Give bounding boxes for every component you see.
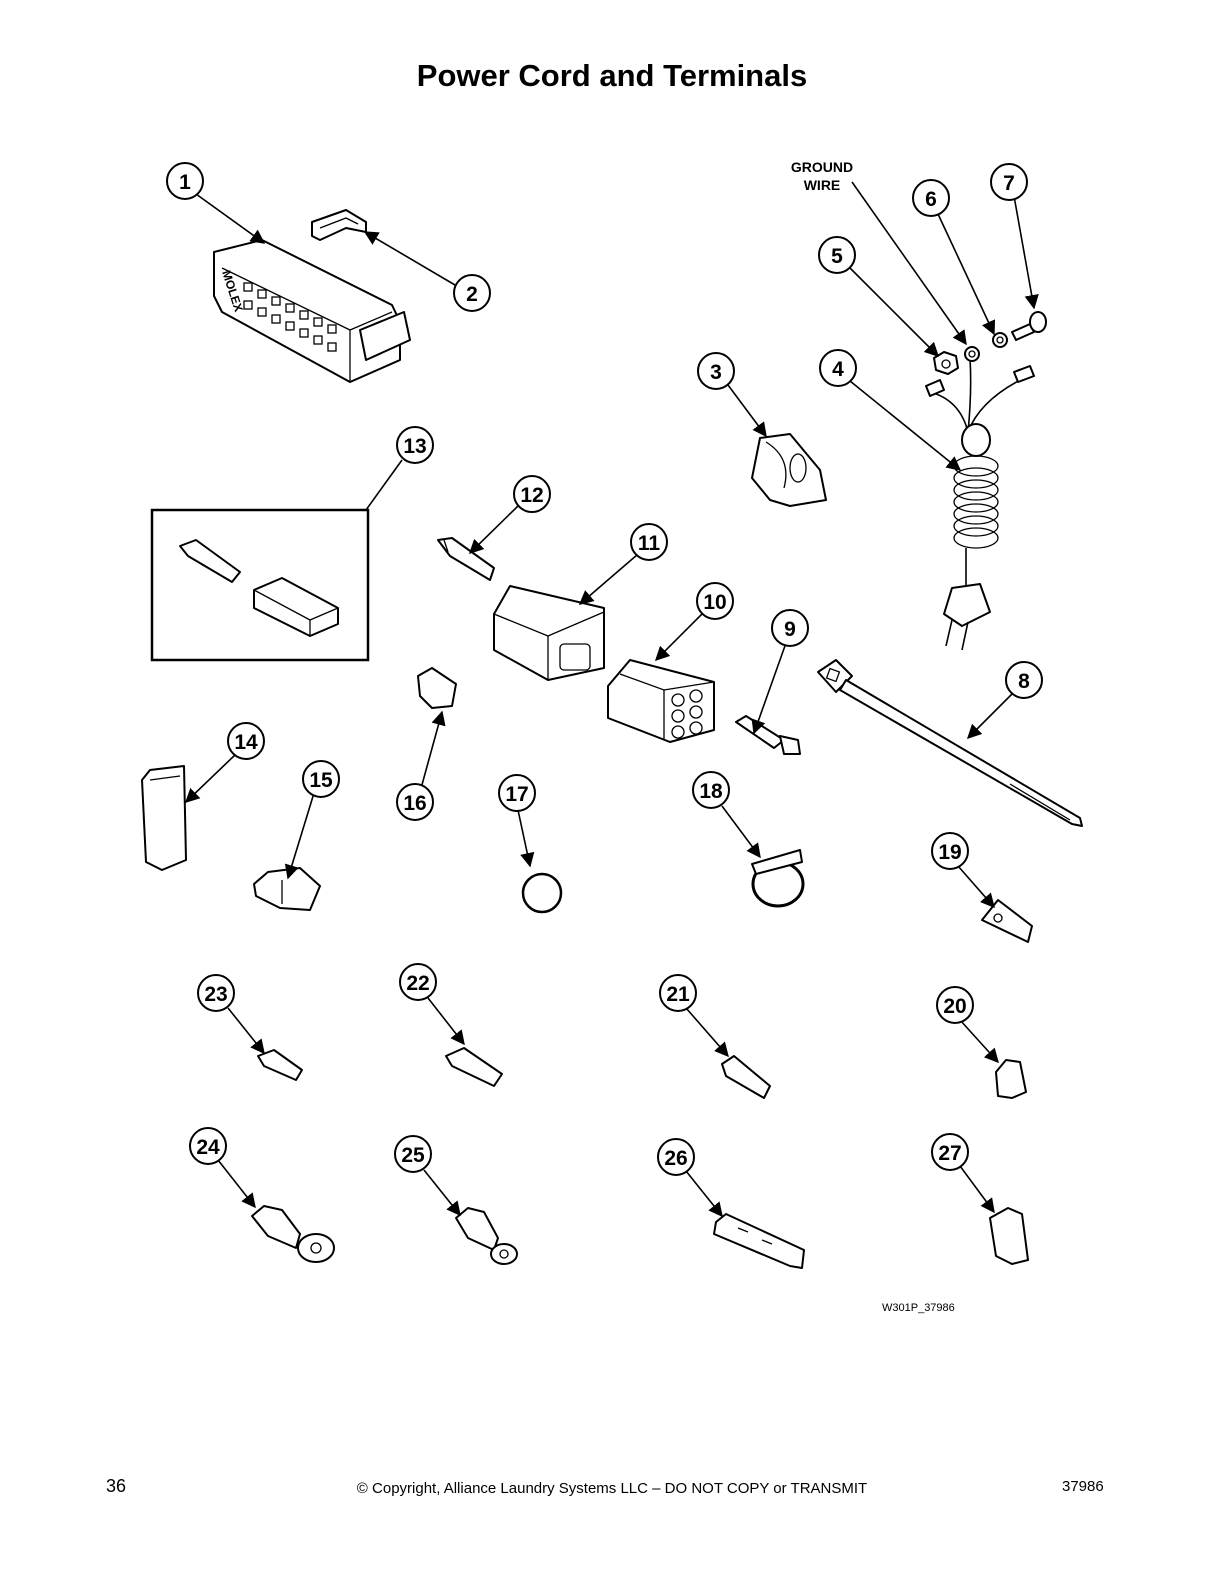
callout-17: 17 <box>498 774 536 812</box>
terminal-21 <box>721 1055 771 1099</box>
callout-label: 24 <box>196 1136 220 1159</box>
ground-ring-terminal <box>964 346 980 362</box>
callout-label: 13 <box>403 435 426 458</box>
power-cord-assembly <box>925 357 1035 651</box>
callout-15: 15 <box>302 760 340 798</box>
callout-16: 16 <box>396 783 434 821</box>
callout-label: 18 <box>699 780 723 803</box>
callout-26: 26 <box>657 1138 695 1176</box>
insulator-boot <box>141 765 187 871</box>
callout-6: 6 <box>912 179 950 217</box>
callout-21: 21 <box>659 974 697 1012</box>
callout-label: 9 <box>784 618 796 641</box>
terminal-23 <box>257 1049 303 1081</box>
callout-label: 17 <box>505 783 528 806</box>
callout-20: 20 <box>936 986 974 1024</box>
callout-25: 25 <box>394 1135 432 1173</box>
callout-label: 19 <box>938 841 961 864</box>
terminal-19 <box>981 899 1033 943</box>
ground-wire-label-line-1: GROUND <box>791 159 853 175</box>
callout-label: 21 <box>666 983 690 1006</box>
callout-label: 12 <box>520 484 543 507</box>
callout-label: 4 <box>832 358 844 381</box>
callout-12: 12 <box>513 475 551 513</box>
callout-5: 5 <box>818 236 856 274</box>
ground-wire-label-line-2: WIRE <box>804 177 841 193</box>
document-number: 37986 <box>1062 1478 1104 1495</box>
callout-label: 1 <box>179 171 191 194</box>
callout-label: 7 <box>1003 172 1015 195</box>
ground-wire-label: GROUND WIRE <box>791 159 853 193</box>
callout-3: 3 <box>697 352 735 390</box>
terminal-bracket <box>253 867 321 911</box>
callout-22: 22 <box>399 963 437 1001</box>
copyright-notice: © Copyright, Alliance Laundry Systems LL… <box>356 1480 868 1497</box>
callout-8: 8 <box>1005 661 1043 699</box>
callout-13: 13 <box>396 426 434 464</box>
callout-label: 2 <box>466 283 478 306</box>
callout-18: 18 <box>692 771 730 809</box>
callout-label: 10 <box>703 591 726 614</box>
pin-terminal <box>735 715 801 755</box>
terminal-27 <box>989 1207 1029 1265</box>
callout-27: 27 <box>931 1133 969 1171</box>
ground-screw <box>1011 311 1047 341</box>
callout-label: 15 <box>309 769 333 792</box>
strain-relief <box>751 433 827 507</box>
ring-terminal-24 <box>251 1205 335 1263</box>
connector-housing <box>493 585 605 681</box>
molex-connector-housing: MOLEX <box>213 239 411 383</box>
callout-label: 3 <box>710 361 722 384</box>
six-pin-plug <box>607 659 715 743</box>
callout-19: 19 <box>931 832 969 870</box>
callout-9: 9 <box>771 609 809 647</box>
insulating-sleeve <box>713 1213 805 1269</box>
callout-label: 14 <box>234 731 258 754</box>
callout-label: 8 <box>1018 670 1030 693</box>
callout-14: 14 <box>227 722 265 760</box>
callout-label: 20 <box>943 995 966 1018</box>
callout-label: 11 <box>638 532 661 555</box>
hex-nut <box>933 351 959 375</box>
callout-label: 22 <box>406 972 429 995</box>
callout-label: 23 <box>204 983 227 1006</box>
callout-label: 6 <box>925 188 937 211</box>
retaining-ring <box>521 872 563 914</box>
callout-label: 16 <box>403 792 426 815</box>
connector-clip <box>311 209 367 241</box>
callout-23: 23 <box>197 974 235 1012</box>
callout-label: 5 <box>831 245 843 268</box>
callout-label: 27 <box>938 1142 961 1165</box>
callout-4: 4 <box>819 349 857 387</box>
callout-11: 11 <box>630 523 668 561</box>
page-number: 36 <box>106 1476 127 1496</box>
terminal-kit-box <box>150 508 370 662</box>
star-washer <box>992 332 1008 348</box>
callout-1: 1 <box>166 162 204 200</box>
page-title: Power Cord and Terminals <box>416 58 808 93</box>
callout-2: 2 <box>453 274 491 312</box>
ring-terminal-25 <box>455 1207 518 1265</box>
callout-24: 24 <box>189 1127 227 1165</box>
cable-tie <box>817 659 1083 827</box>
female-terminal-12 <box>437 537 495 581</box>
terminal-22 <box>445 1047 503 1087</box>
callout-7: 7 <box>990 163 1028 201</box>
cord-clip <box>417 667 457 709</box>
callout-10: 10 <box>696 582 734 620</box>
drawing-id: W301P_37986 <box>882 1302 955 1314</box>
loop-clamp <box>751 849 805 908</box>
terminal-20 <box>995 1059 1027 1099</box>
leader-lines <box>184 181 1039 1218</box>
callout-label: 25 <box>401 1144 425 1167</box>
callout-label: 26 <box>664 1147 687 1170</box>
